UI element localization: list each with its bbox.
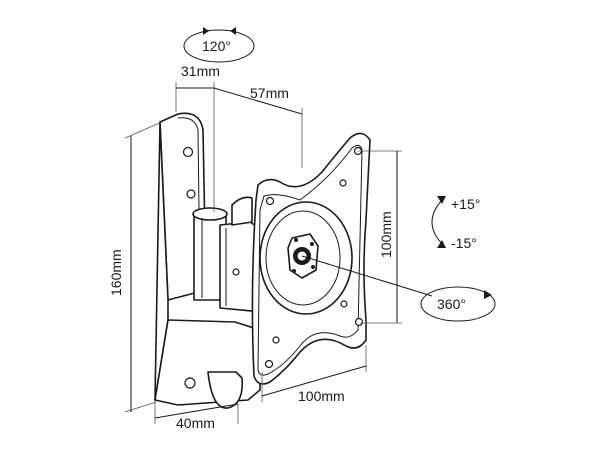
swivel-indicator: 120°	[183, 27, 255, 63]
hinge-cylinder	[192, 207, 244, 409]
dimension-100mm-vertical: 100mm	[358, 150, 402, 324]
dimension-31mm: 31mm	[175, 63, 220, 212]
vesa-hole-bl	[264, 359, 274, 369]
tilt-down-label: -15°	[451, 235, 477, 251]
dim-label-160mm: 160mm	[108, 249, 124, 296]
plate-hole-bottom	[184, 377, 196, 389]
dimension-160mm: 160mm	[108, 121, 163, 413]
vesa-hole-br-inner	[340, 300, 348, 308]
rotate-label: 360°	[437, 296, 466, 312]
plate-hole-top	[182, 146, 194, 158]
dimension-40mm: 40mm	[154, 400, 239, 431]
vesa-hole-tr-inner	[339, 179, 347, 187]
dimension-100mm-horizontal: 100mm	[261, 345, 367, 404]
rotate-indicator: 360°	[301, 255, 496, 322]
dim-label-57mm: 57mm	[250, 85, 289, 101]
tilt-up-label: +15°	[451, 196, 480, 212]
arm-screw	[232, 268, 240, 276]
dimension-57mm: 57mm	[213, 85, 303, 168]
dim-label-31mm: 31mm	[181, 63, 220, 79]
vesa-hole-bl-inner	[272, 336, 280, 344]
dim-label-40mm: 40mm	[176, 415, 215, 431]
vesa-hole-tl	[265, 196, 275, 206]
plate-hole-mid	[186, 189, 196, 199]
tilt-indicator: +15° -15°	[431, 196, 480, 251]
dim-label-100mm-vertical: 100mm	[378, 211, 394, 258]
vesa-hole-br	[354, 317, 364, 327]
dim-label-100mm-horizontal: 100mm	[298, 388, 345, 404]
swivel-label: 120°	[202, 38, 231, 54]
